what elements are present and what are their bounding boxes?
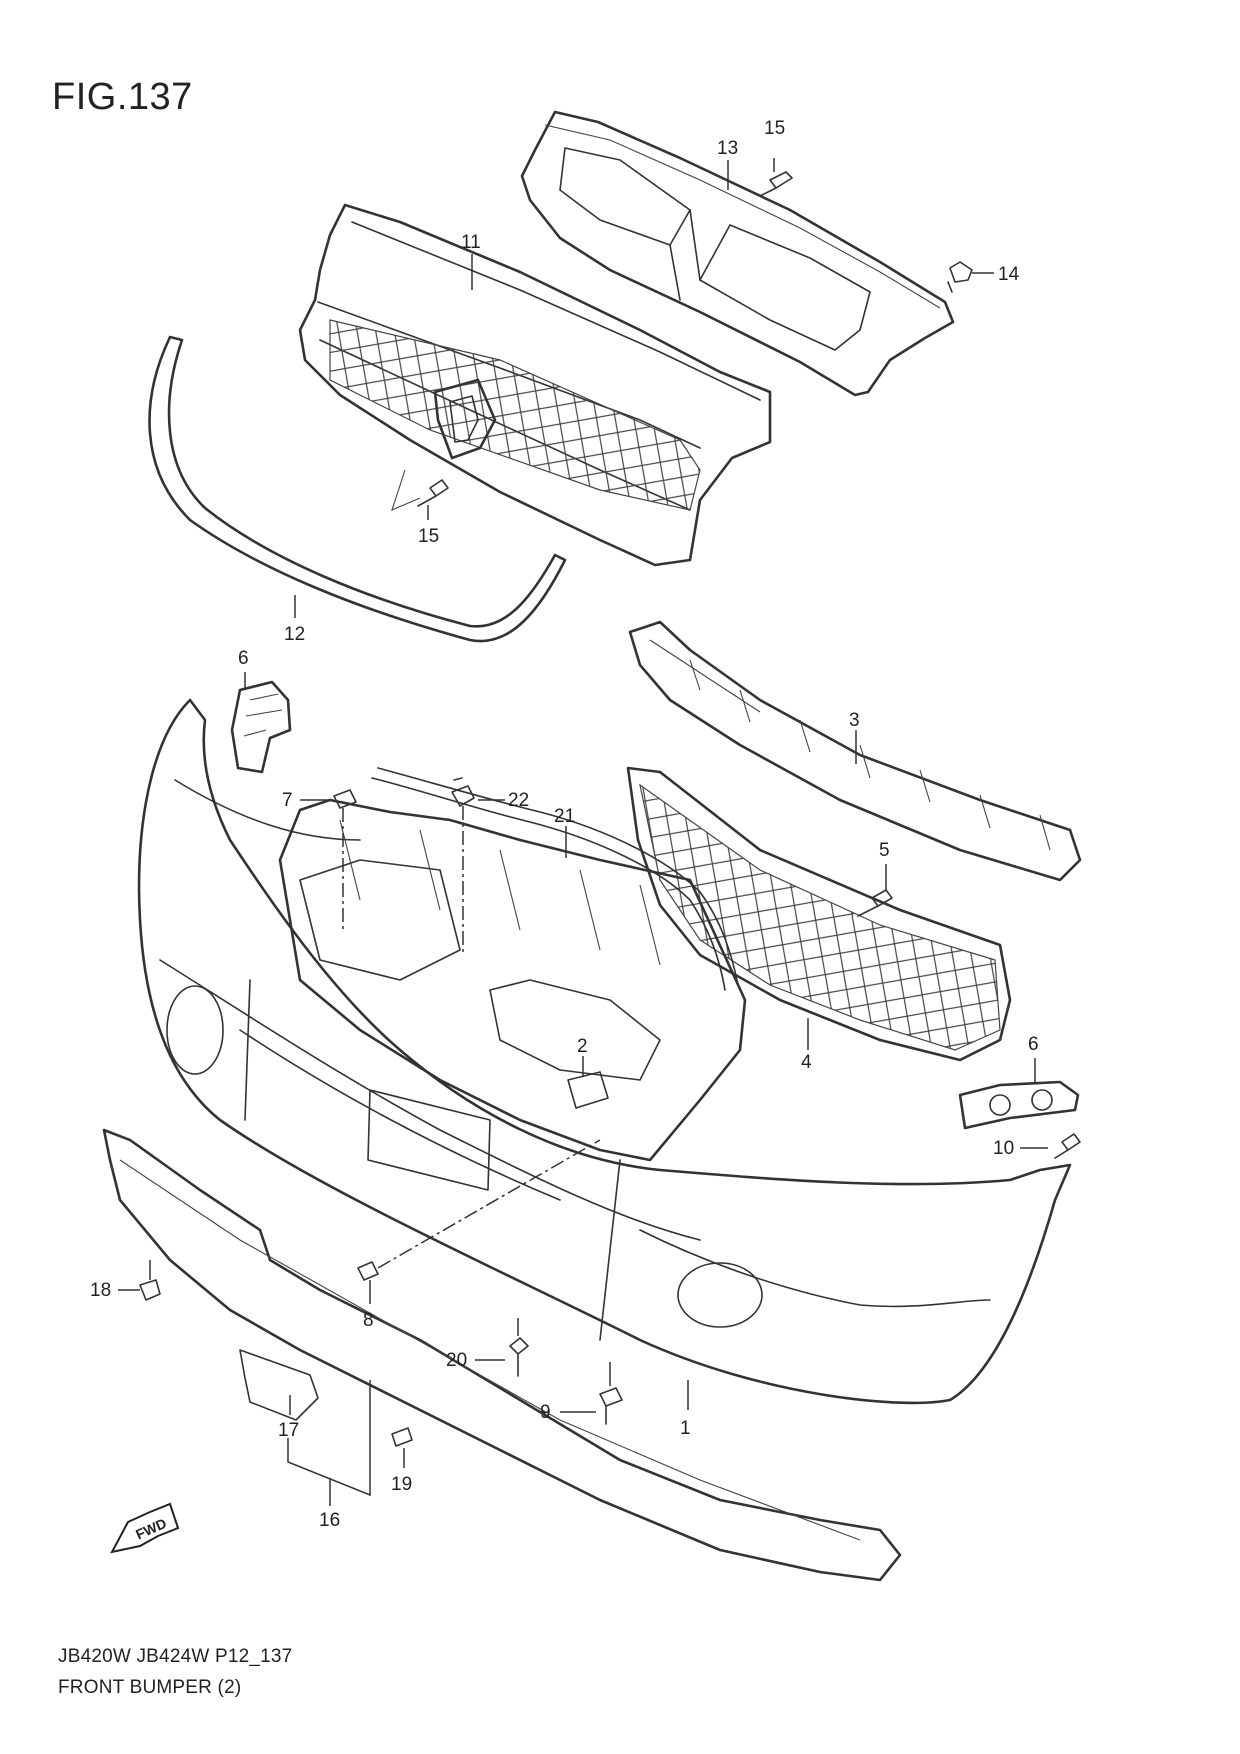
callout-20: 20: [446, 1350, 467, 1371]
screw-15-lower: [391, 469, 449, 520]
callout-18: 18: [90, 1280, 111, 1301]
screw-20: [475, 1318, 529, 1377]
clip-7: [300, 789, 357, 930]
callout-6-right: 6: [1028, 1034, 1039, 1055]
callout-6-left: 6: [238, 648, 249, 669]
cover-17: [239, 1349, 319, 1421]
callout-14: 14: [998, 264, 1020, 285]
callout-12: 12: [284, 624, 305, 645]
callout-13: 13: [717, 138, 738, 159]
forward-direction-arrow-icon: FWD: [110, 1502, 180, 1554]
front-grille: [298, 203, 772, 567]
footer-model-code: JB420W JB424W P12_137: [58, 1646, 293, 1667]
callout-21: 21: [554, 806, 575, 827]
bumper-cover: [137, 698, 1072, 1410]
bolt-8: [357, 1139, 601, 1304]
clip-19: [391, 1427, 413, 1468]
callout-2: 2: [577, 1036, 588, 1057]
callout-4: 4: [801, 1052, 812, 1073]
callout-19: 19: [391, 1474, 412, 1495]
callout-15-top: 15: [764, 118, 785, 139]
callout-10: 10: [993, 1138, 1014, 1159]
plate-2: [567, 1056, 609, 1109]
callout-16: 16: [319, 1510, 340, 1531]
lower-grille: [626, 766, 1012, 1062]
screw-5: [857, 864, 893, 917]
callout-17: 17: [278, 1420, 299, 1441]
leader-16: [287, 1380, 371, 1497]
clip-14: [947, 261, 994, 293]
grille-garnish: [148, 335, 567, 643]
callout-3: 3: [849, 710, 860, 731]
callout-11: 11: [461, 232, 481, 253]
callout-9: 9: [540, 1402, 551, 1423]
bumper-bracket-left: [230, 672, 292, 774]
clip-22: [451, 777, 505, 955]
callout-15-lower: 15: [418, 526, 439, 547]
figure-title: FIG.137: [52, 76, 193, 118]
footer-section-name: FRONT BUMPER (2): [58, 1677, 242, 1698]
bumper-absorber: [628, 620, 1082, 882]
callout-1: 1: [680, 1418, 691, 1439]
callout-7: 7: [282, 790, 293, 811]
callout-22: 22: [508, 790, 529, 811]
bolt-9: [560, 1362, 623, 1425]
lower-spoiler: [102, 1128, 902, 1582]
screw-10: [1020, 1133, 1081, 1159]
bumper-bracket-right: [958, 1058, 1080, 1130]
callout-labels: 1 2 3 4 5 6 6 7 8 9 10 11 12 13 14 15 15…: [90, 118, 1039, 1531]
clip-18: [118, 1260, 161, 1301]
upper-grille-support: [520, 110, 955, 397]
callout-5: 5: [879, 840, 890, 861]
screw-15-top: [759, 158, 793, 197]
callout-8: 8: [363, 1310, 374, 1331]
